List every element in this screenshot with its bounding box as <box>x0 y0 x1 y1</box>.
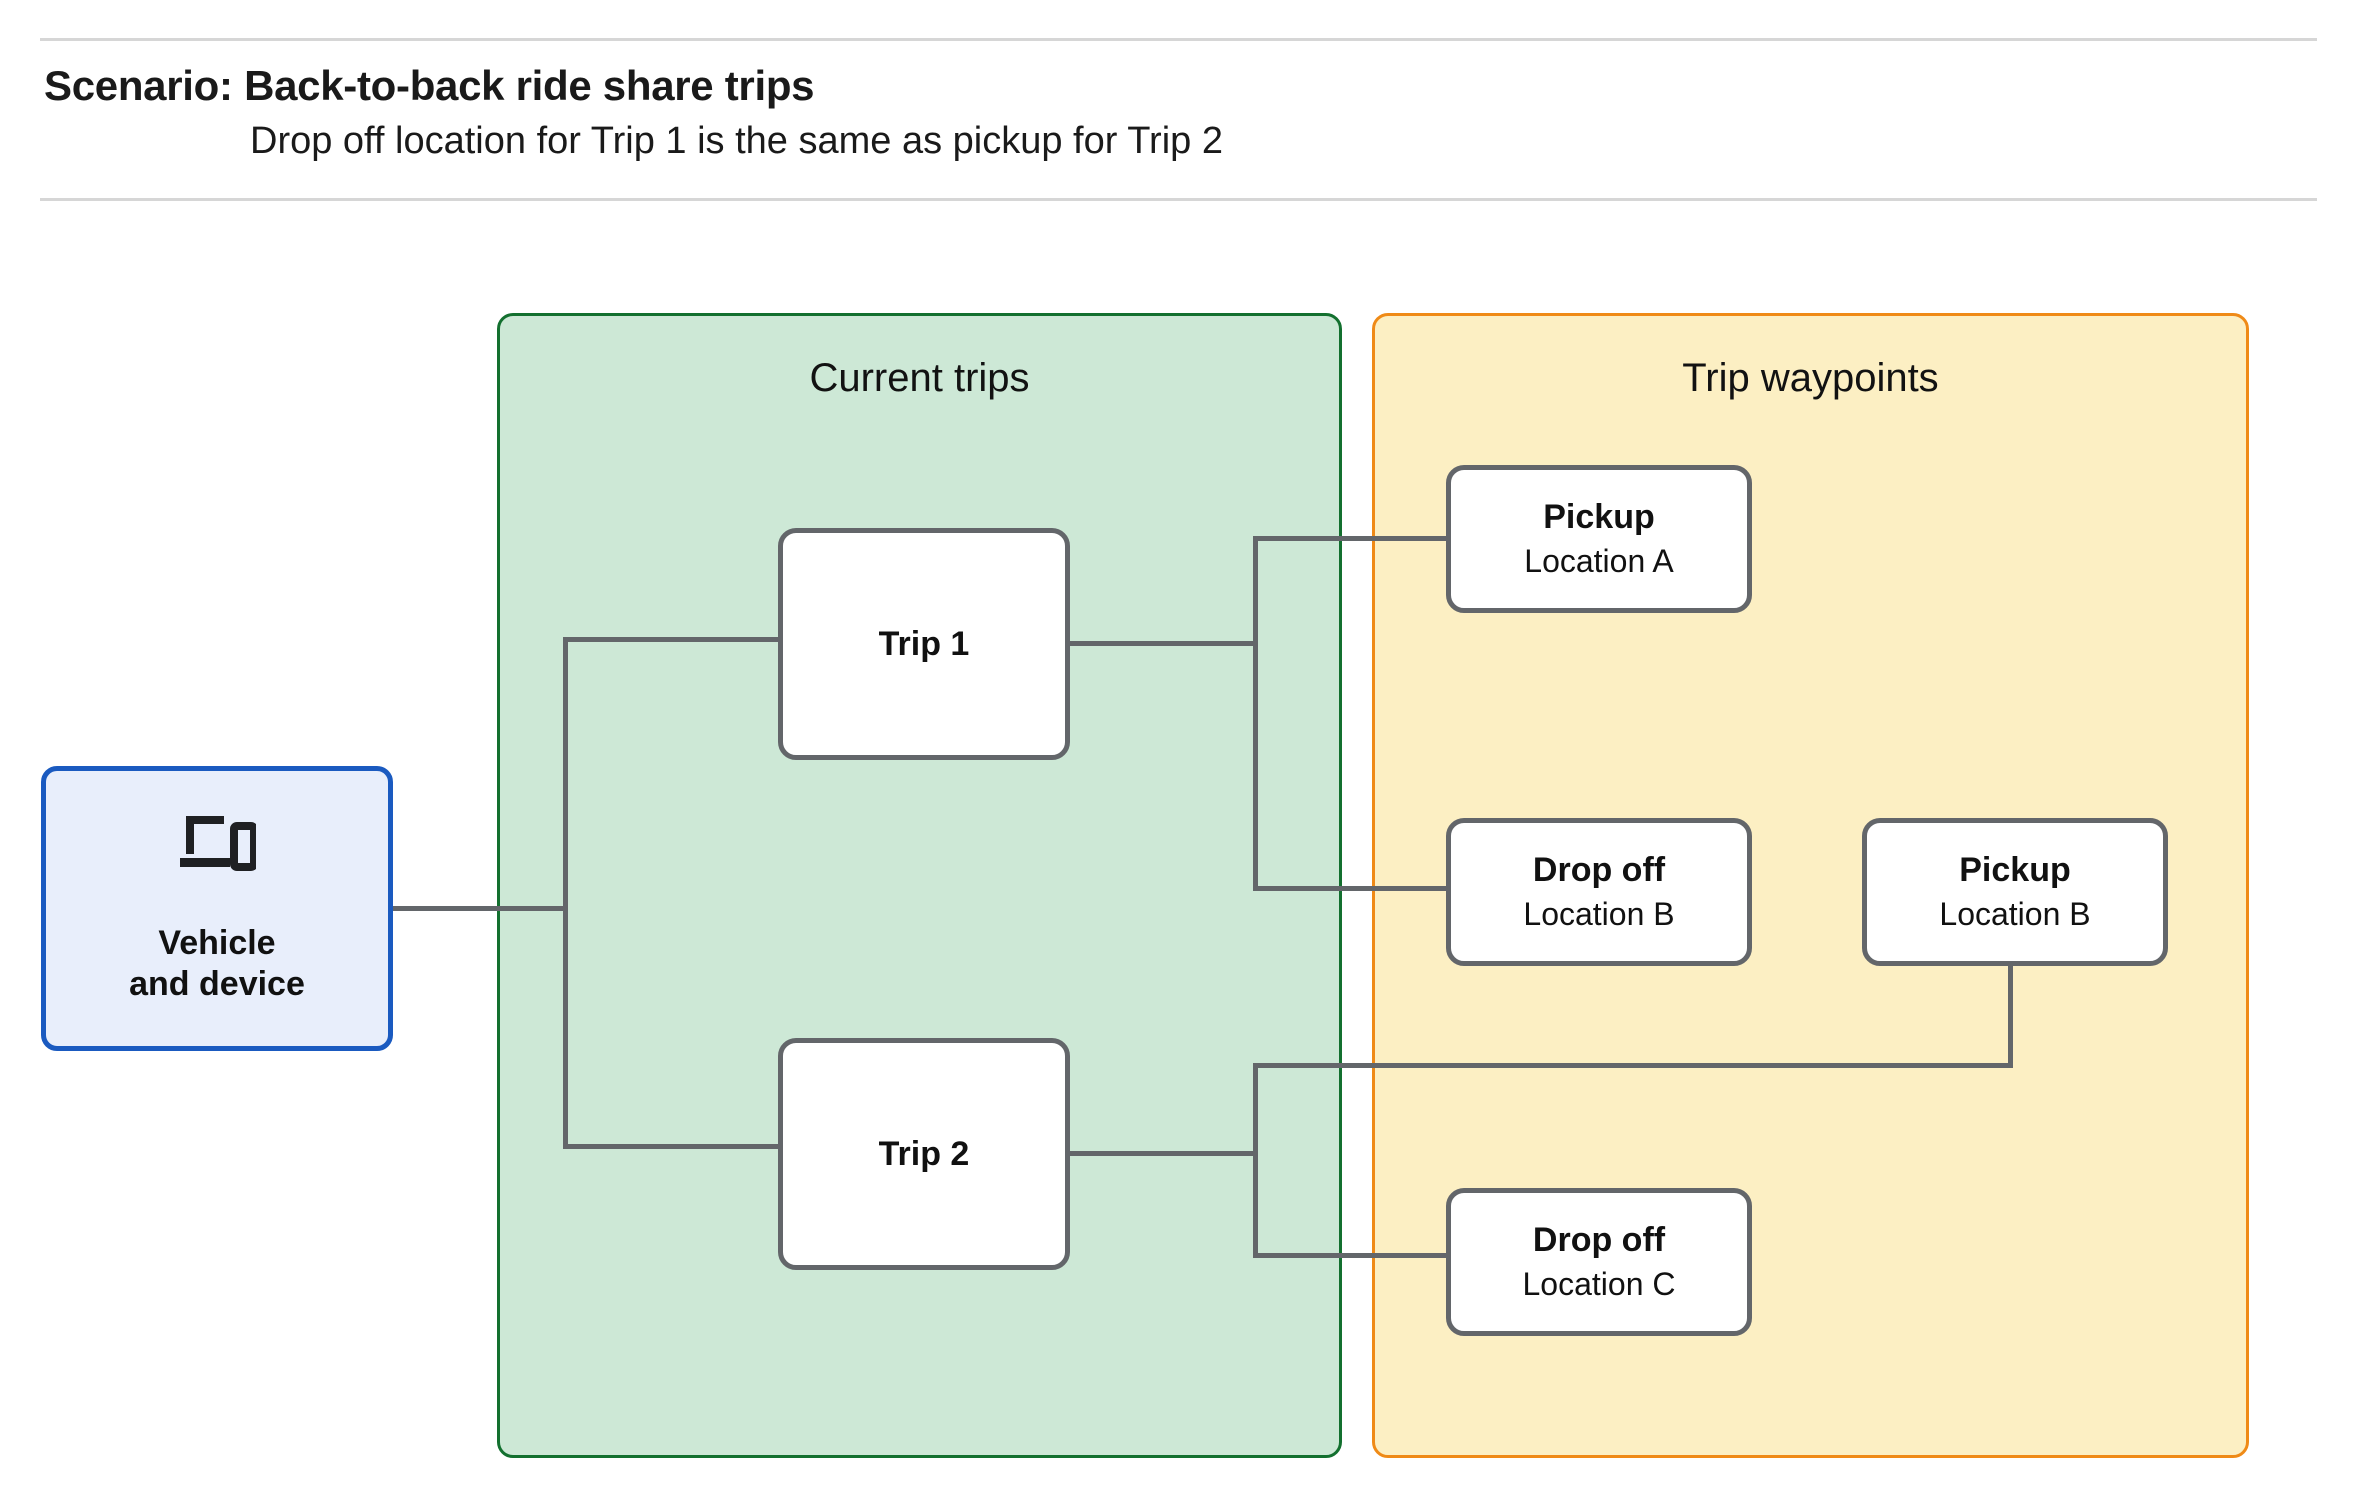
connector-pickup-b-stem <box>2008 963 2013 1068</box>
connector-trip-2-vertical <box>1253 1063 1258 1258</box>
group-current-trips-title: Current trips <box>809 356 1030 400</box>
connector-trip-2-to-dropoff-c <box>1253 1253 1449 1258</box>
node-pickup-a-location: Location A <box>1524 543 1674 580</box>
connector-vehicle-to-trip-1 <box>563 637 781 642</box>
node-trip-1-label: Trip 1 <box>878 624 970 663</box>
node-pickup-a-type: Pickup <box>1543 497 1655 536</box>
page-subtitle: Drop off location for Trip 1 is the same… <box>250 120 1223 162</box>
connector-vehicle-vertical <box>563 637 568 1149</box>
node-dropoff-location-b[interactable]: Drop off Location B <box>1446 818 1752 966</box>
group-current-trips: Current trips <box>497 313 1342 1458</box>
header-divider-top <box>40 38 2317 41</box>
header-divider-bottom <box>40 198 2317 201</box>
node-dropoff-c-type: Drop off <box>1532 1220 1666 1259</box>
page-title: Scenario: Back-to-back ride share trips <box>44 62 815 109</box>
node-dropoff-b-type: Drop off <box>1532 850 1666 889</box>
connector-trip-1-to-pickup-a <box>1253 536 1449 541</box>
connector-trip-1-vertical <box>1253 536 1258 891</box>
node-dropoff-location-c[interactable]: Drop off Location C <box>1446 1188 1752 1336</box>
connector-vehicle-to-trip-2 <box>563 1144 781 1149</box>
node-pickup-b-type: Pickup <box>1959 850 2071 889</box>
node-trip-1[interactable]: Trip 1 <box>778 528 1070 760</box>
group-trip-waypoints-title: Trip waypoints <box>1682 356 1939 400</box>
node-pickup-location-b[interactable]: Pickup Location B <box>1862 818 2168 966</box>
devices-icon <box>178 812 258 879</box>
vehicle-and-device-node[interactable]: Vehicle and device <box>41 766 393 1051</box>
node-pickup-b-location: Location B <box>1939 896 2091 933</box>
node-trip-2-label: Trip 2 <box>878 1134 970 1173</box>
node-dropoff-b-location: Location B <box>1523 896 1675 933</box>
connector-vehicle-trunk <box>393 906 568 911</box>
connector-trip-1-trunk <box>1068 641 1258 646</box>
connector-trip-2-trunk <box>1068 1151 1258 1156</box>
vehicle-and-device-label: Vehicle and device <box>129 923 305 1003</box>
node-pickup-location-a[interactable]: Pickup Location A <box>1446 465 1752 613</box>
connector-trip-2-to-pickup-b <box>1253 1063 2013 1068</box>
node-dropoff-c-location: Location C <box>1522 1266 1676 1303</box>
node-trip-2[interactable]: Trip 2 <box>778 1038 1070 1270</box>
connector-trip-1-to-dropoff-b <box>1253 886 1449 891</box>
